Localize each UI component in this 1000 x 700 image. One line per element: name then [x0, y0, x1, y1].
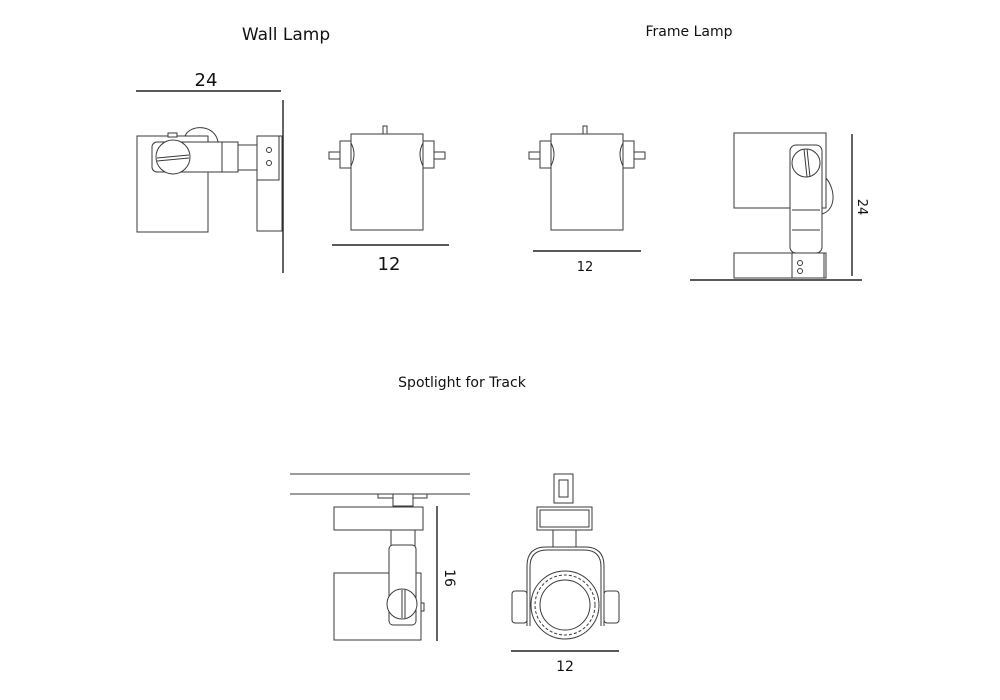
- wall-lamp-front-width-label: 12: [378, 254, 401, 275]
- wall-lamp-title: Wall Lamp: [242, 25, 330, 45]
- wall-lamp-front-view: [328, 125, 446, 231]
- frame-lamp-side-view: [690, 132, 862, 281]
- spotlight-side-view: [290, 473, 470, 641]
- spotlight-width-label: 12: [556, 659, 574, 675]
- wall-lamp-width-label: 24: [195, 70, 218, 91]
- frame-lamp-front-width-label: 12: [577, 260, 594, 275]
- spotlight-front-view: [511, 473, 620, 640]
- spotlight-height-label: 16: [441, 569, 457, 587]
- wall-lamp-section: Wall Lamp 24 12: [136, 25, 449, 275]
- frame-lamp-section: Frame Lamp 12 24: [528, 24, 869, 281]
- spotlight-title: Spotlight for Track: [398, 375, 527, 391]
- frame-lamp-front-view: [528, 125, 646, 231]
- frame-lamp-height-label: 24: [854, 199, 869, 216]
- spotlight-section: Spotlight for Track 16: [290, 375, 620, 675]
- frame-lamp-title: Frame Lamp: [646, 24, 733, 40]
- wall-lamp-side-view: [136, 100, 284, 273]
